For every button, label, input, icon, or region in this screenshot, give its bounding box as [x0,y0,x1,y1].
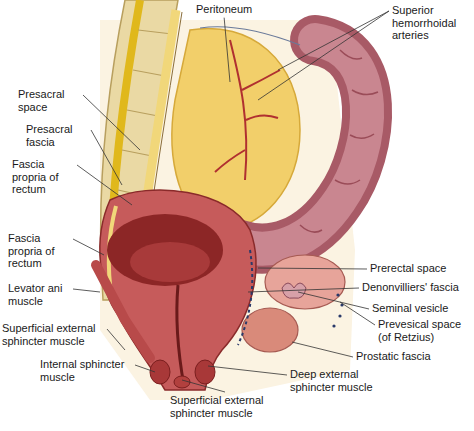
leader-line [224,18,230,82]
leader-line [292,342,353,357]
part-label: Prerectal space [370,262,446,275]
leader-line [258,268,367,269]
part-label: Seminal vesicle [372,302,448,315]
leader-line [248,288,359,292]
part-label: Denonvilliers' fascia [362,281,459,294]
part-label: Fascia propria of rectum [12,158,74,196]
leader-line [73,239,104,255]
part-label: Presacral fascia [26,123,88,148]
leader-line [73,289,100,292]
part-label: Fascia propria of rectum [8,232,70,270]
part-label: Presacral space [18,88,80,113]
leader-line [83,95,140,150]
part-label: Prevesical space (of Retzius) [378,318,470,343]
leader-line [91,130,122,185]
part-label: Levator ani muscle [8,282,70,307]
leader-line [340,302,375,325]
leader-line [208,366,287,375]
leader-line [278,11,389,70]
leader-line [258,11,389,100]
part-label: Prostatic fascia [356,350,431,363]
part-label: Superficial external sphincter muscle [2,322,104,347]
part-label: Internal sphincter muscle [40,358,132,383]
leader-line [182,380,225,392]
part-label: Deep external sphincter muscle [290,368,385,393]
leader-line [135,365,155,372]
part-label: Superficial external sphincter muscle [170,394,280,419]
part-label: Peritoneum [196,3,252,16]
leader-line [107,329,125,350]
part-label: Superior hemorrhoidal arteries [392,4,472,42]
leader-line [298,292,369,309]
leader-line [77,165,132,205]
